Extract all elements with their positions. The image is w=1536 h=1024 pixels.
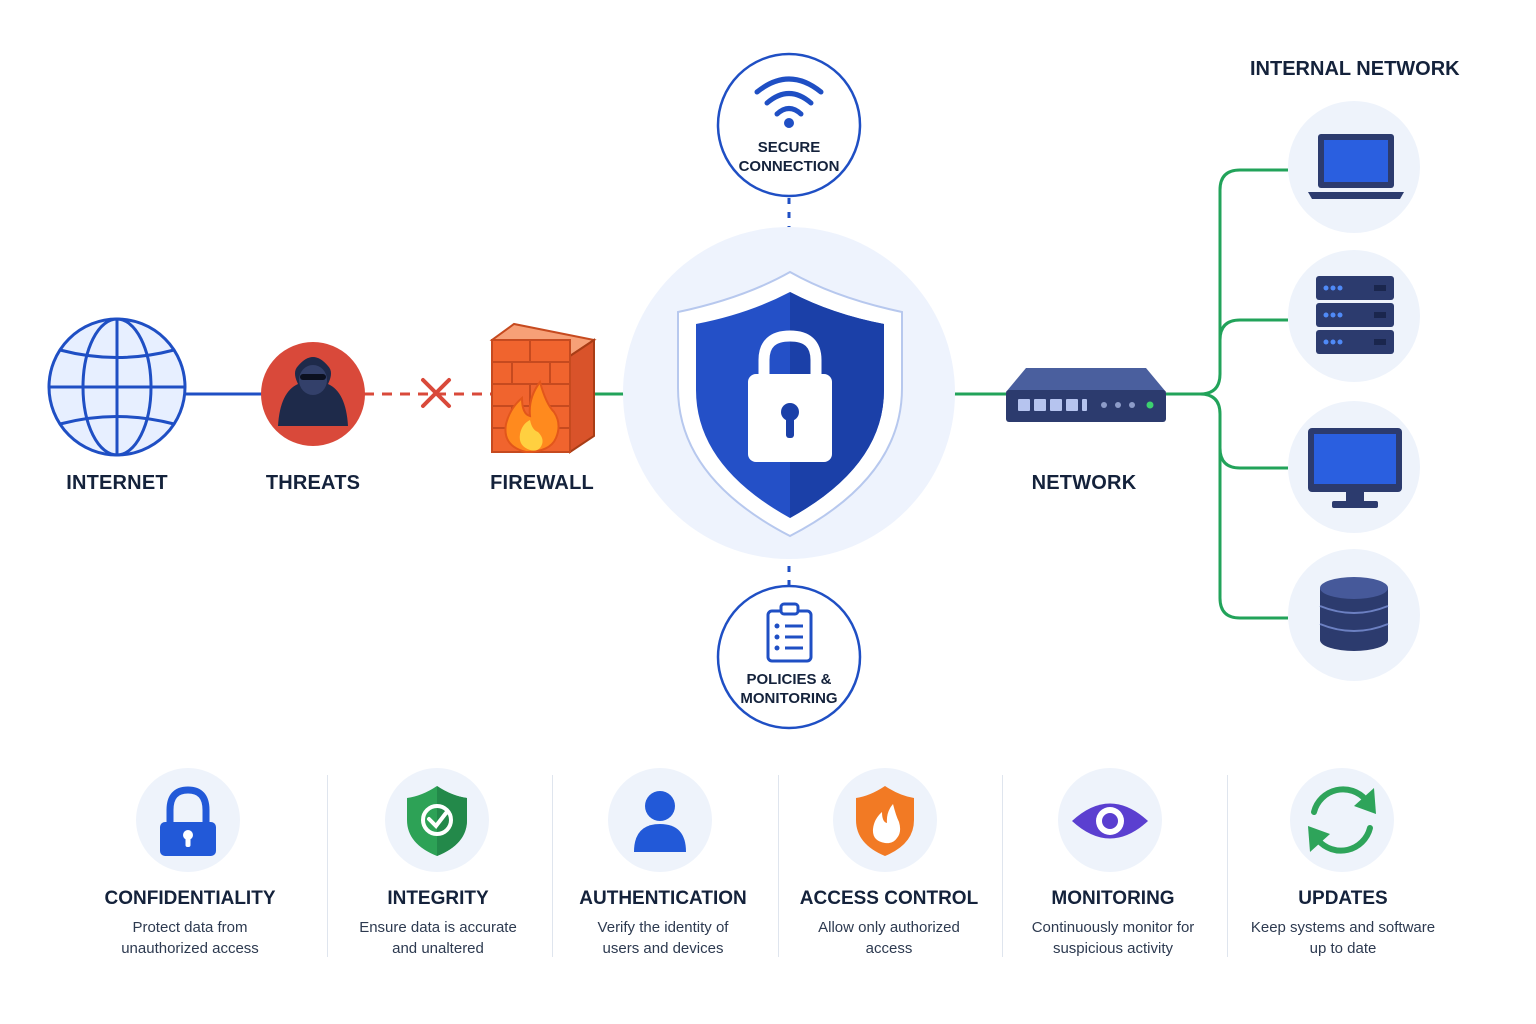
feature-desc-line: Verify the identity of <box>597 919 729 936</box>
server-icon <box>1316 276 1394 354</box>
feature-desc-line: Protect data from <box>132 919 248 936</box>
feature-title: UPDATES <box>1298 888 1388 909</box>
feature-title: MONITORING <box>1051 888 1175 909</box>
secure-connection-ring <box>716 52 862 198</box>
feature-desc-line: access <box>865 940 913 957</box>
feature-description: Verify the identity of users and devices <box>563 917 763 959</box>
hacker-icon <box>261 342 365 446</box>
firewall-label: FIREWALL <box>490 472 594 494</box>
internal-network-title: INTERNAL NETWORK <box>1250 58 1460 80</box>
wifi-icon <box>754 76 824 117</box>
integrity-feature-icon <box>385 768 489 872</box>
laptop-icon <box>1308 134 1404 199</box>
fire-shield-icon <box>856 786 914 856</box>
feature-desc-line: and unaltered <box>392 940 484 957</box>
feature-desc-line: unauthorized access <box>121 940 259 957</box>
server-node <box>1288 250 1420 382</box>
lock-icon <box>748 330 832 462</box>
access-control-feature-icon <box>833 768 937 872</box>
policies-ring <box>716 584 862 730</box>
check-shield-icon <box>407 786 467 856</box>
feature-divider <box>1002 775 1003 957</box>
feature-desc-line: Continuously monitor for <box>1031 919 1195 936</box>
feature-description: Protect data from unauthorized access <box>90 917 290 959</box>
refresh-icon <box>1311 786 1373 854</box>
feature-divider <box>552 775 553 957</box>
updates-feature-icon <box>1290 768 1394 872</box>
monitoring-feature-icon <box>1058 768 1162 872</box>
feature-title: AUTHENTICATION <box>579 888 747 909</box>
feature-description: Continuously monitor for suspicious acti… <box>1013 917 1213 959</box>
monitor-icon <box>1308 428 1402 508</box>
internet-label: INTERNET <box>66 472 168 494</box>
policies-line2: MONITORING <box>740 690 838 707</box>
confidentiality-feature-icon <box>136 768 240 872</box>
feature-desc-line: Allow only authorized <box>818 919 960 936</box>
policies-line1: POLICIES & <box>746 671 832 688</box>
database-node <box>1288 549 1420 681</box>
feature-desc-line: up to date <box>1309 940 1377 957</box>
feature-title: CONFIDENTIALITY <box>104 888 276 909</box>
feature-divider <box>327 775 328 957</box>
globe-icon <box>47 317 187 457</box>
laptop-node <box>1288 101 1420 233</box>
feature-description: Ensure data is accurate and unaltered <box>338 917 538 959</box>
secure-connection-label: SECURE CONNECTION <box>719 138 859 176</box>
feature-desc-line: users and devices <box>602 940 724 957</box>
network-switch-icon <box>1006 368 1166 422</box>
shield-hub <box>623 227 955 559</box>
network-label: NETWORK <box>1031 472 1137 494</box>
secure-connection-line1: SECURE <box>757 139 821 156</box>
clipboard-icon <box>766 602 813 663</box>
feature-divider <box>1227 775 1228 957</box>
padlock-icon <box>160 786 216 856</box>
authentication-feature-icon <box>608 768 712 872</box>
feature-description: Allow only authorized access <box>789 917 989 959</box>
feature-desc-line: Ensure data is accurate <box>359 919 517 936</box>
feature-desc-line: Keep systems and software <box>1250 919 1436 936</box>
desktop-node <box>1288 401 1420 533</box>
feature-title: ACCESS CONTROL <box>799 888 979 909</box>
flame-icon <box>504 379 560 454</box>
feature-divider <box>778 775 779 957</box>
threats-label: THREATS <box>265 472 361 494</box>
policies-label: POLICIES & MONITORING <box>719 670 859 708</box>
secure-connection-line2: CONNECTION <box>738 158 840 175</box>
feature-desc-line: suspicious activity <box>1052 940 1174 957</box>
eye-icon <box>1072 803 1148 839</box>
user-icon <box>634 791 686 852</box>
feature-title: INTEGRITY <box>387 888 489 909</box>
internal-network-branches <box>1166 168 1288 620</box>
blocked-x-icon <box>421 378 451 408</box>
feature-description: Keep systems and software up to date <box>1243 917 1443 959</box>
firewall-icon <box>489 322 597 454</box>
database-icon <box>1319 577 1389 651</box>
